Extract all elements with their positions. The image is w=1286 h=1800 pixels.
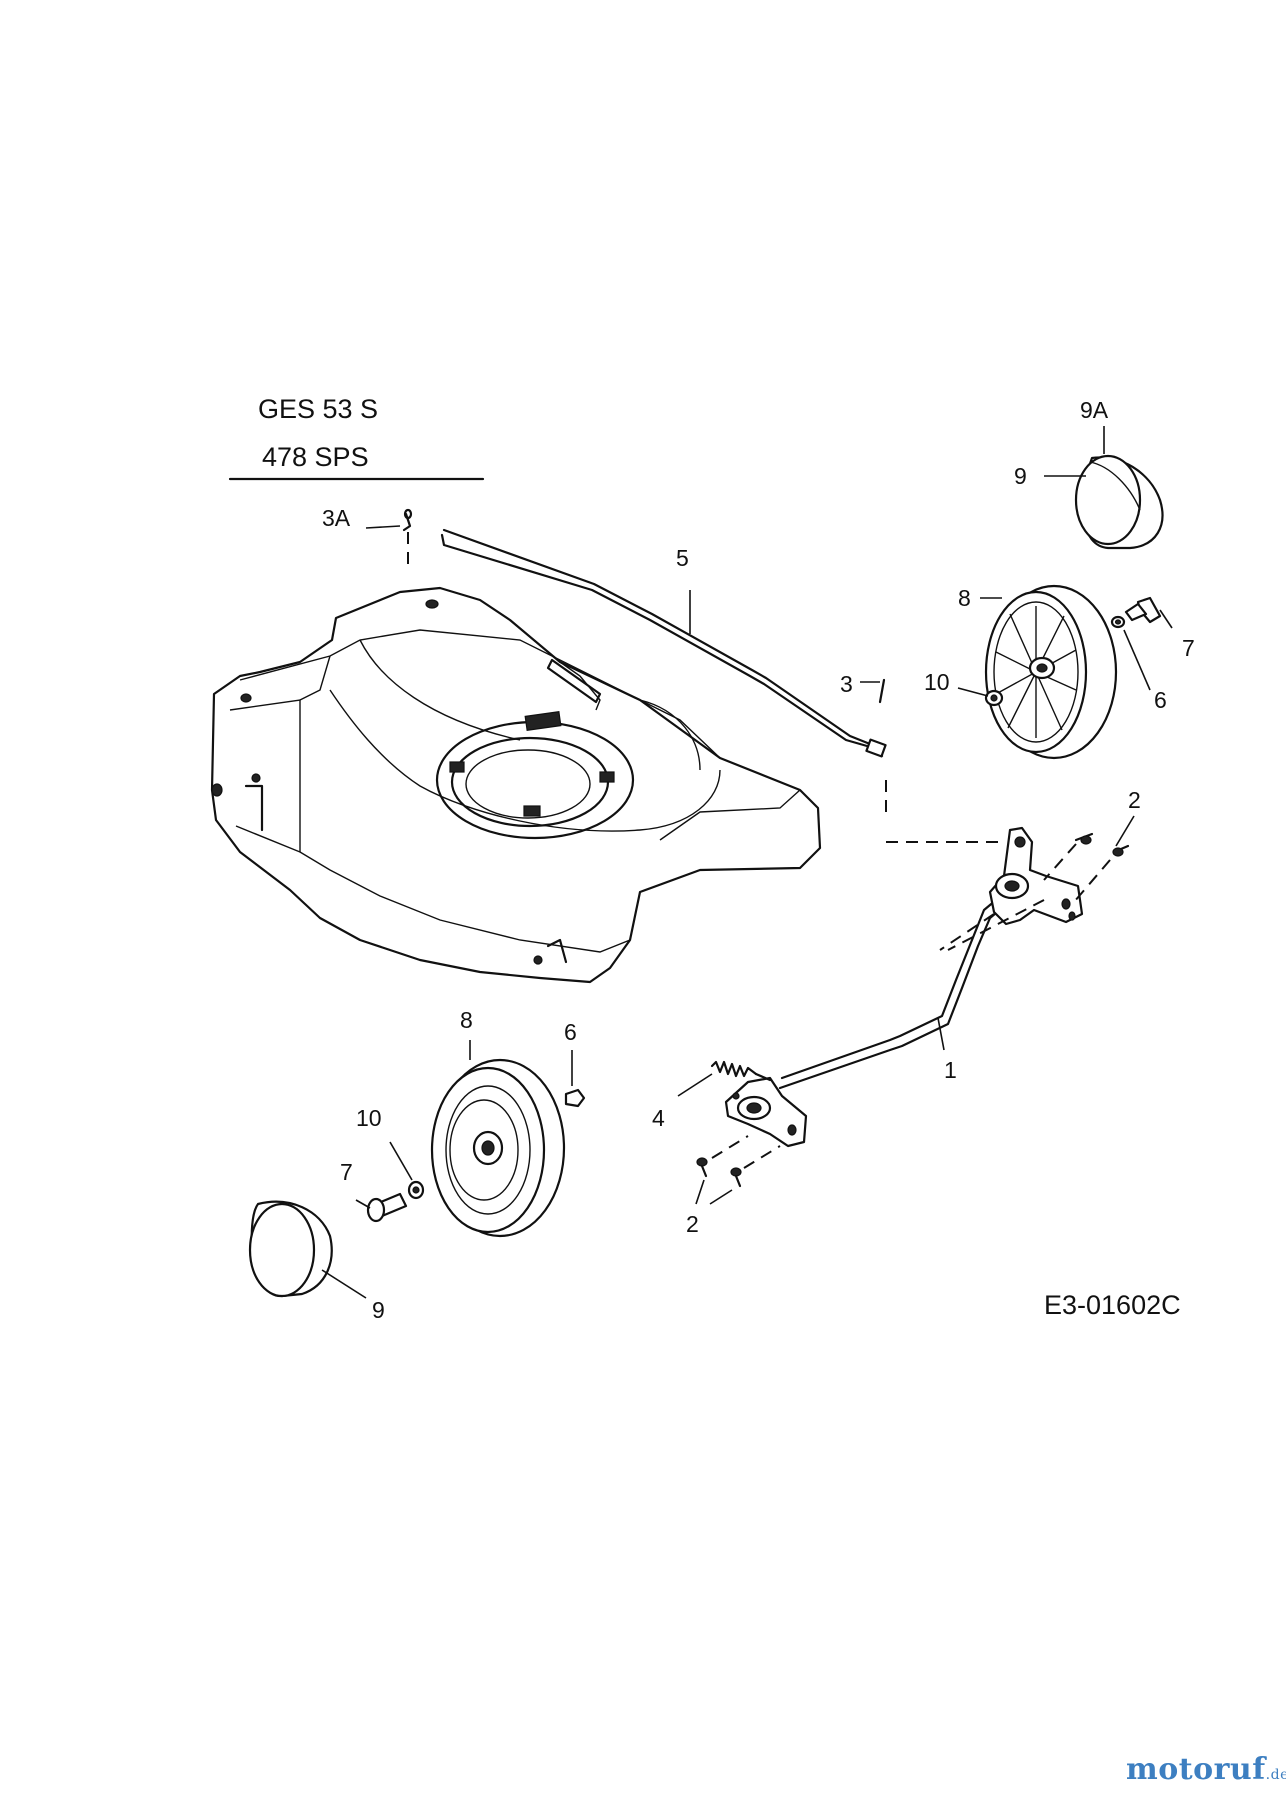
hubcap-9-top — [1074, 454, 1164, 550]
pin-3A — [402, 508, 413, 566]
motoruf-watermark: motoruf.de — [1126, 1752, 1286, 1787]
callout-10-bottom: 10 — [356, 1105, 382, 1131]
callout-3A: 3A — [322, 505, 351, 531]
callout-6-bottom: 6 — [564, 1019, 577, 1045]
callout-8-top: 8 — [958, 585, 971, 611]
callout-9A: 9A — [1080, 397, 1109, 423]
callout-9-top: 9 — [1014, 463, 1027, 489]
model-name-2: 478 SPS — [262, 442, 369, 472]
callout-labels: 3A 5 9A 9 8 7 6 10 3 2 1 8 6 10 7 4 2 9 — [322, 397, 1195, 1323]
model-title-block: GES 53 S 478 SPS — [228, 394, 485, 481]
callout-10-top: 10 — [924, 669, 950, 695]
wheel-8-bottom — [430, 1058, 566, 1238]
callout-3: 3 — [840, 671, 853, 697]
callout-1: 1 — [944, 1057, 957, 1083]
callout-5: 5 — [676, 545, 689, 571]
adjuster-rod-5 — [440, 528, 887, 758]
washer-6-top — [1110, 615, 1126, 629]
watermark-brand: motoruf — [1126, 1752, 1266, 1787]
callout-2-bottom: 2 — [686, 1211, 699, 1237]
callout-2-top: 2 — [1128, 787, 1141, 813]
callout-7-top: 7 — [1182, 635, 1195, 661]
drawing-number: E3-01602C — [1044, 1290, 1181, 1320]
callout-9-bottom: 9 — [372, 1297, 385, 1323]
callout-4: 4 — [652, 1105, 665, 1131]
model-name-1: GES 53 S — [258, 394, 378, 424]
washer-6-bottom — [564, 1088, 586, 1108]
bolt-7-top — [1124, 596, 1162, 624]
spring-4 — [710, 1060, 772, 1082]
leader-lines — [321, 426, 1173, 1299]
mower-deck — [210, 586, 822, 984]
callout-7-bottom: 7 — [340, 1159, 353, 1185]
callout-8-bottom: 8 — [460, 1007, 473, 1033]
pin-3 — [878, 678, 887, 816]
rear-axle-1 — [724, 826, 1084, 1148]
watermark-suffix: .de — [1265, 1767, 1286, 1783]
hubcap-9-bottom — [248, 1200, 333, 1298]
screws-2-top — [939, 832, 1130, 951]
bolt-7-bottom — [366, 1192, 408, 1223]
wheel-8-top — [984, 584, 1118, 760]
callout-6-top: 6 — [1154, 687, 1167, 713]
nut-10-bottom — [407, 1180, 425, 1200]
nut-10-top — [984, 689, 1004, 707]
screws-2-bottom — [696, 1135, 781, 1188]
